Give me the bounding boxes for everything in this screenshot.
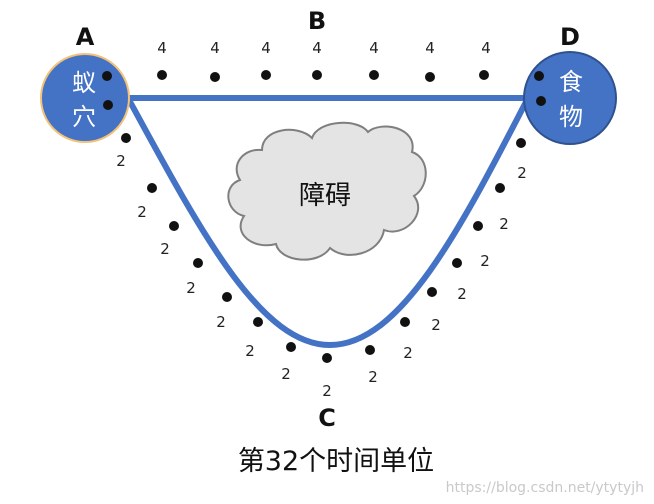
lower-path-label: 2 — [457, 285, 467, 303]
ant-dot — [193, 258, 203, 268]
ant-dot — [479, 70, 489, 80]
lower-path-label: 2 — [245, 342, 255, 360]
food-label-line1: 食 — [559, 68, 583, 96]
lower-path-label: 2 — [281, 365, 291, 383]
node-a-nest: 蚁 穴 — [40, 53, 130, 143]
upper-path-label: 4 — [481, 39, 491, 57]
upper-route-ants: 4 4 4 4 4 4 4 — [157, 39, 491, 82]
upper-path-label: 4 — [312, 39, 322, 57]
lower-path-label: 2 — [499, 215, 509, 233]
ant-dot — [103, 100, 113, 110]
ant-dot — [516, 138, 526, 148]
ant-dot — [253, 317, 263, 327]
ant-dot — [157, 70, 167, 80]
lower-path-label: 2 — [160, 240, 170, 258]
upper-path-label: 4 — [157, 39, 167, 57]
ant-dot — [169, 221, 179, 231]
upper-path-label: 4 — [425, 39, 435, 57]
nest-label-line1: 蚁 — [72, 69, 96, 97]
ant-dot — [536, 96, 546, 106]
ant-dot — [534, 71, 544, 81]
obstacle-label: 障碍 — [299, 181, 351, 211]
obstacle-cloud: 障碍 — [227, 121, 427, 261]
lower-path-label: 2 — [322, 382, 332, 400]
ant-dot — [222, 292, 232, 302]
ant-dot — [365, 345, 375, 355]
ant-dot — [369, 70, 379, 80]
ant-dot — [312, 70, 322, 80]
ant-dot — [452, 258, 462, 268]
upper-path-label: 4 — [261, 39, 271, 57]
ant-dot — [210, 72, 220, 82]
lower-path-label: 2 — [431, 316, 441, 334]
food-circle — [523, 51, 617, 145]
lower-route-left-ants: 2 2 2 2 2 2 2 2 — [116, 133, 332, 400]
lower-path-label: 2 — [480, 252, 490, 270]
ant-dot — [425, 72, 435, 82]
lower-path-label: 2 — [186, 279, 196, 297]
lower-path-label: 2 — [216, 313, 226, 331]
lower-path-label: 2 — [403, 344, 413, 362]
node-a-letter: A — [76, 23, 95, 51]
nest-label-line2: 穴 — [72, 103, 96, 131]
node-b-letter: B — [308, 7, 326, 35]
ant-dot — [495, 183, 505, 193]
upper-path-label: 4 — [369, 39, 379, 57]
ant-dot — [102, 71, 112, 81]
lower-path-label: 2 — [116, 152, 126, 170]
lower-path-label: 2 — [137, 203, 147, 221]
upper-path-label: 4 — [210, 39, 220, 57]
ant-dot — [286, 342, 296, 352]
food-label-line2: 物 — [559, 103, 583, 131]
watermark: https://blog.csdn.net/ytytyjh — [446, 480, 644, 496]
lower-route-right-ants: 2 2 2 2 2 2 2 — [365, 138, 527, 386]
node-c-letter: C — [318, 404, 336, 432]
ant-dot — [322, 353, 332, 363]
node-d-food: 食 物 — [523, 51, 617, 145]
lower-route-curve — [125, 96, 531, 349]
ant-dot — [473, 221, 483, 231]
lower-path-label: 2 — [517, 164, 527, 182]
lower-path-label: 2 — [368, 368, 378, 386]
ant-dot — [261, 70, 271, 80]
ant-dot — [121, 133, 131, 143]
ant-dot — [400, 317, 410, 327]
ant-dot — [147, 183, 157, 193]
node-d-letter: D — [560, 23, 580, 51]
time-step-caption: 第32个时间单位 — [238, 446, 434, 477]
ant-dot — [427, 287, 437, 297]
